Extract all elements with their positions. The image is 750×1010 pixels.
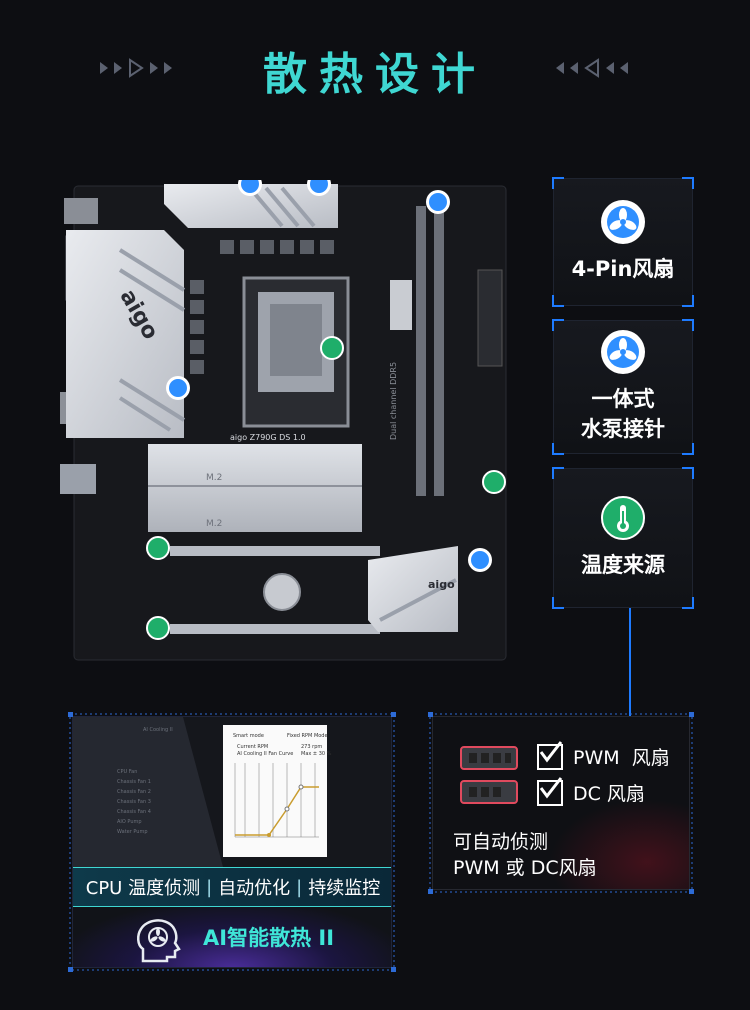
ai-head-icon	[137, 919, 181, 963]
fan-icon	[601, 330, 645, 374]
ai-cooling-title: AI智能散热 II	[203, 926, 335, 950]
ai-cooling-panel: AI Cooling II CPU Fan Chassis Fan 1 Chas…	[72, 716, 392, 968]
svg-text:Water Pump: Water Pump	[117, 829, 148, 835]
connector-line	[629, 608, 631, 716]
arrow-decoration-left	[100, 58, 172, 78]
svg-text:CPU Fan: CPU Fan	[117, 769, 137, 775]
svg-text:AIO Pump: AIO Pump	[117, 819, 142, 825]
feature-4pin-fan: 4-Pin风扇	[552, 177, 694, 307]
pwm-fan-option: PWM 风扇	[537, 740, 670, 770]
feature-temp-source: 温度来源	[552, 467, 694, 609]
svg-text:Chassis Fan 3: Chassis Fan 3	[117, 799, 151, 805]
fan-connector-image	[460, 746, 518, 804]
svg-text:Current RPM: Current RPM	[237, 744, 268, 750]
arrow-decoration-right	[556, 58, 628, 78]
svg-text:Smart mode: Smart mode	[233, 733, 264, 739]
memory-label: Dual channel DDR5	[389, 362, 398, 440]
m2-label-top: M.2	[206, 473, 222, 483]
chipset-logo: aigo	[428, 578, 455, 591]
temp-sensor-marker	[146, 336, 506, 640]
software-screenshot: AI Cooling II CPU Fan Chassis Fan 1 Chas…	[73, 717, 391, 867]
feature-label: 4-Pin风扇	[571, 257, 675, 281]
svg-text:AI Cooling II: AI Cooling II	[143, 727, 173, 733]
dc-fan-option: DC 风扇	[537, 776, 645, 806]
check-icon	[537, 740, 563, 770]
svg-text:Fixed RPM Mode: Fixed RPM Mode	[287, 733, 328, 739]
svg-text:Chassis Fan 2: Chassis Fan 2	[117, 789, 151, 795]
svg-text:Max ± 30 %: Max ± 30 %	[301, 751, 332, 757]
motherboard-image: aigo aigo Z790G DS 1.0 Dual channel DDR5…	[60, 180, 507, 661]
svg-text:Chassis Fan 4: Chassis Fan 4	[117, 809, 151, 815]
ai-feature-strip: CPU 温度侦测 | 自动优化 | 持续监控	[73, 867, 391, 907]
model-label: aigo Z790G DS 1.0	[230, 433, 306, 442]
pwm-dc-panel: PWM 风扇 DC 风扇 可自动侦测 PWM 或 DC风扇	[432, 716, 690, 890]
check-icon	[537, 776, 563, 806]
fan-icon	[601, 200, 645, 244]
page-title: 散热设计	[263, 49, 487, 100]
svg-text:AI Cooling II Fan Curve: AI Cooling II Fan Curve	[237, 751, 293, 757]
feature-label: 一体式 水泵接针	[581, 387, 665, 441]
fan-header-marker	[166, 180, 492, 572]
feature-label: 温度来源	[581, 553, 665, 577]
m2-label-bottom: M.2	[206, 519, 222, 529]
svg-text:Chassis Fan 1: Chassis Fan 1	[117, 779, 151, 785]
pwm-panel-frame	[428, 712, 694, 894]
pwm-description: 可自动侦测 PWM 或 DC风扇	[453, 831, 597, 879]
thermometer-icon	[601, 496, 645, 540]
svg-text:273 rpm: 273 rpm	[301, 744, 322, 750]
ai-panel-frame	[68, 712, 396, 972]
feature-pump-header: 一体式 水泵接针	[552, 319, 694, 455]
